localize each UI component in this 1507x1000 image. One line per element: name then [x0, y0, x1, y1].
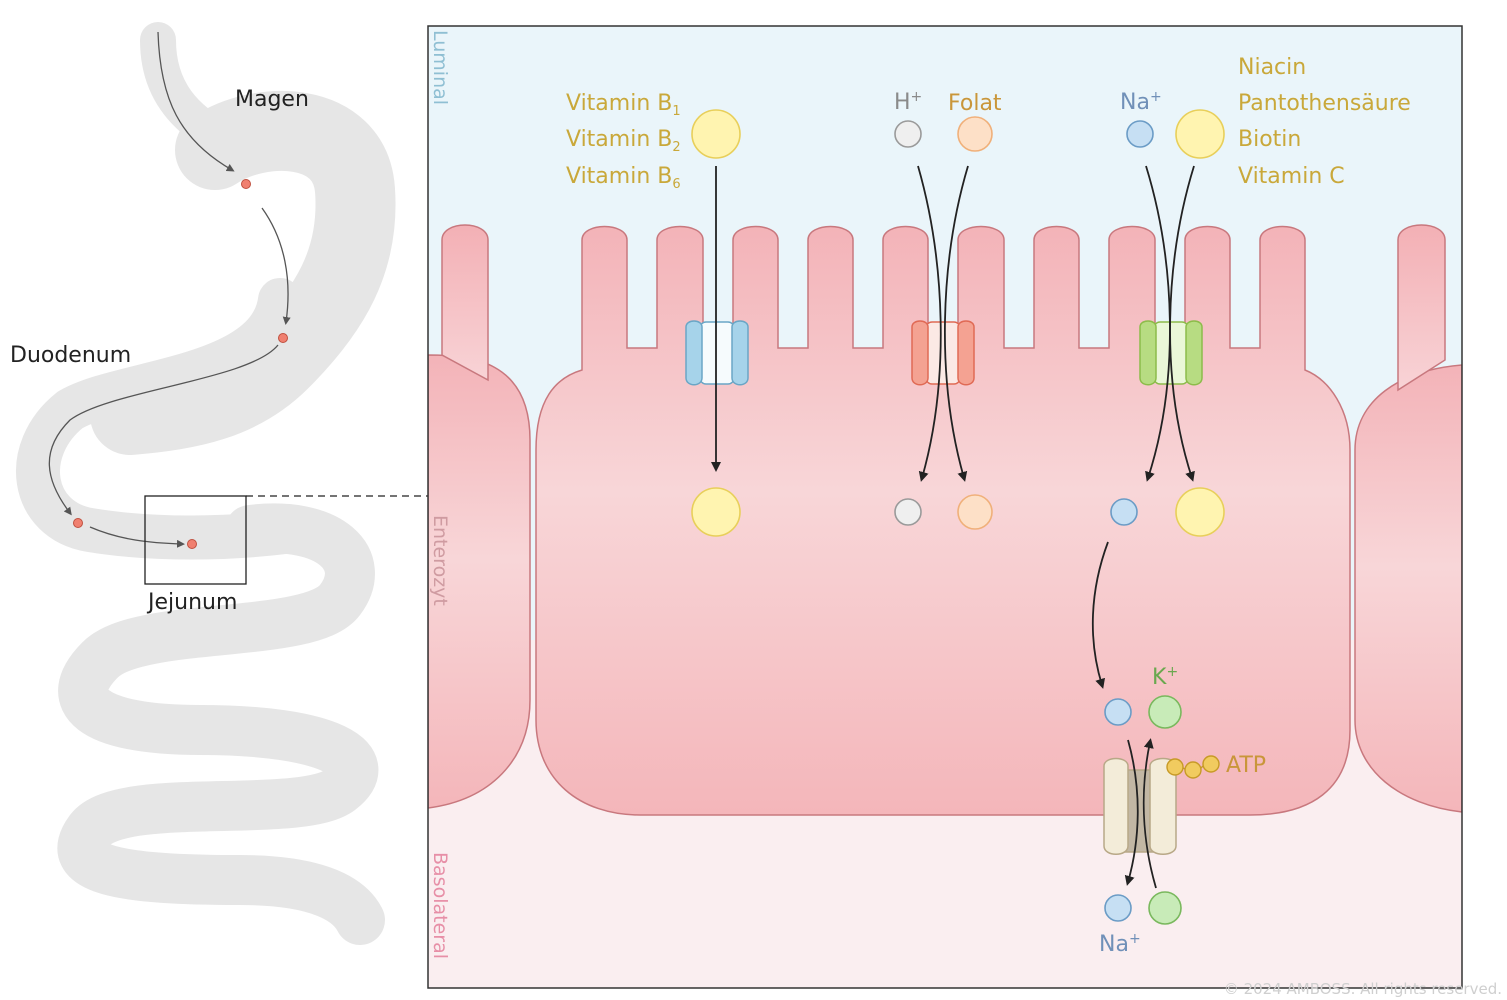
sodium-label-lumen: Na+ — [1120, 89, 1162, 115]
transporter-green — [1139, 320, 1203, 386]
phosphate — [1166, 758, 1184, 776]
folate-label: Folat — [948, 91, 1002, 116]
proton-label: H+ — [894, 89, 922, 115]
copyright-text: © 2024 AMBOSS. All rights reserved. — [1224, 980, 1502, 998]
stomach-shape — [90, 90, 396, 455]
b-vitamin-molecule-lumen — [691, 109, 741, 159]
gi-tract — [16, 22, 396, 945]
niacin-group-molecule-cell — [1175, 487, 1225, 537]
vitamin-b1-label: Vitamin B1 — [566, 91, 681, 119]
vitamin-b2-label: Vitamin B2 — [566, 127, 681, 155]
pantothenic-acid-label: Pantothensäure — [1238, 91, 1411, 116]
arrow-sodium-to-pump — [1091, 541, 1109, 689]
basolateral-label: Basolateral — [429, 852, 451, 959]
na-k-atpase — [1103, 757, 1177, 855]
jejunum-label: Jejunum — [146, 590, 237, 615]
folate-molecule-cell — [957, 494, 993, 530]
sodium-molecule-pump-out — [1104, 894, 1132, 922]
duodenum-shape — [16, 278, 322, 560]
jejunum-shape — [57, 503, 385, 945]
particle — [73, 518, 83, 528]
neighbor-villus-left — [441, 224, 489, 382]
cell-panel — [428, 26, 1462, 988]
arrow-na-out — [1124, 739, 1139, 886]
transporter-blue — [685, 320, 749, 386]
proton-molecule-cell — [894, 498, 922, 526]
potassium-molecule-pump-in — [1148, 695, 1182, 729]
path-arrow-1 — [157, 31, 235, 172]
arrow-niacin-group — [1169, 165, 1195, 482]
potassium-label: K+ — [1152, 664, 1178, 690]
particle — [278, 333, 288, 343]
cell-panel-frame — [427, 25, 1463, 989]
biotin-label: Biotin — [1238, 127, 1301, 152]
arrow-k-in — [1142, 738, 1157, 889]
path-arrow-2 — [261, 207, 291, 325]
transport-arrows — [711, 165, 1195, 889]
neighbor-cell-right — [1354, 364, 1462, 813]
duodenum-label: Duodenum — [10, 343, 131, 368]
phosphate — [1184, 761, 1202, 779]
b-vitamin-labels: Vitamin B1 Vitamin B2 Vitamin B6 — [566, 91, 681, 192]
food-particles — [73, 179, 288, 549]
potassium-molecule-pump-out — [1148, 891, 1182, 925]
path-arrow-4 — [89, 526, 185, 548]
particle — [187, 539, 197, 549]
vitamin-c-label: Vitamin C — [1238, 164, 1345, 189]
folate-molecule-lumen — [957, 116, 993, 152]
neighbor-villus-right — [1397, 224, 1446, 392]
path-arrow-3 — [48, 344, 279, 516]
sodium-molecule-pump-in — [1104, 698, 1132, 726]
sodium-molecule-cell — [1110, 498, 1138, 526]
food-path — [48, 31, 291, 548]
sodium-molecule-lumen — [1126, 120, 1154, 148]
transporter-red — [911, 320, 975, 386]
atp-label: ATP — [1226, 753, 1266, 778]
niacin-group-labels: Niacin Pantothensäure Biotin Vitamin C — [1238, 55, 1411, 189]
jejunum-zoom-box — [144, 495, 247, 585]
proton-molecule-lumen — [894, 120, 922, 148]
niacin-label: Niacin — [1238, 55, 1306, 80]
arrow-folate — [944, 165, 969, 482]
molecules — [691, 109, 1225, 925]
niacin-group-molecule-lumen — [1175, 109, 1225, 159]
enterocyte-label: Enterozyt — [429, 515, 451, 606]
atp-phosphates — [1166, 755, 1220, 779]
stomach-label: Magen — [235, 87, 309, 112]
particle — [241, 179, 251, 189]
sodium-label-basolateral: Na+ — [1099, 931, 1141, 957]
phosphate — [1202, 755, 1220, 773]
luminal-label: Luminal — [429, 30, 451, 105]
vitamin-b6-label: Vitamin B6 — [566, 164, 681, 192]
b-vitamin-molecule-cell — [691, 487, 741, 537]
arrow-proton — [917, 165, 942, 482]
